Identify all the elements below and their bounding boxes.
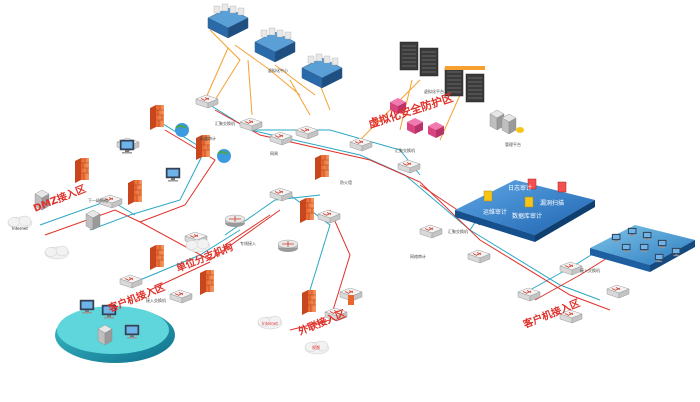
core-switch-2[interactable]: [239, 117, 263, 132]
mgmt-label: 管理平台: [505, 141, 521, 147]
core-switch-ids-1[interactable]: [269, 187, 293, 202]
dmz-server-2[interactable]: [85, 209, 101, 231]
sub-net-label: 下一级网络: [88, 197, 108, 203]
virtualization-platform: 虚拟化平台 管理平台: [399, 41, 524, 147]
client-island: 客户机接入区: [55, 280, 175, 363]
virt-server-3[interactable]: [301, 53, 343, 89]
globe-icon: [175, 123, 189, 137]
virt-server-1[interactable]: [207, 3, 249, 39]
firewall-a[interactable]: [149, 104, 165, 131]
firewall-label-b: 网络审计: [200, 135, 216, 141]
router-2[interactable]: [277, 239, 299, 253]
dmz-firewall-2[interactable]: [127, 179, 143, 206]
office-platform-side-2: [650, 240, 695, 272]
agg-switch-right-label: 汇聚交换机: [448, 228, 468, 234]
core-switch-label: 汇聚交换机: [215, 120, 235, 126]
internet-label-2: Internet: [262, 321, 278, 326]
branch-switch-2[interactable]: [119, 274, 143, 289]
globe-land: [175, 125, 229, 155]
audit-platform-side: [455, 210, 535, 242]
ops-audit-label: 运维审计: [483, 208, 507, 216]
globe-icon-2: [217, 149, 231, 163]
office-platform: [590, 225, 695, 272]
mgmt-server[interactable]: [489, 109, 524, 135]
ids-device[interactable]: [119, 139, 135, 154]
security-appliance-3[interactable]: [428, 122, 444, 138]
rack-2[interactable]: [419, 47, 439, 77]
virt-platform-label: 虚拟化平台: [424, 88, 444, 94]
firewall-label: 防火墙: [340, 179, 352, 185]
center-firewall-2[interactable]: [299, 197, 315, 224]
gateway-2[interactable]: [295, 125, 319, 140]
log-audit-label: 日志审计: [508, 184, 532, 192]
audit-device[interactable]: [165, 167, 181, 182]
access-switch-right-label: 接入交换机: [580, 267, 600, 273]
center-switch-1[interactable]: [349, 137, 373, 152]
center-firewall[interactable]: [314, 154, 330, 181]
log-audit-device-2[interactable]: [527, 178, 537, 190]
branch-switch-3[interactable]: [169, 289, 193, 304]
right-switches: 汇聚交换机 接入交换机 网络审计 客户机接入区: [410, 224, 630, 331]
security-appliance-1[interactable]: [390, 98, 406, 114]
router-1[interactable]: [224, 214, 246, 228]
core-switch-1[interactable]: [195, 94, 219, 109]
cloud-branch: [185, 238, 211, 253]
cloud-internet-2: [44, 245, 70, 260]
client-server[interactable]: [97, 324, 113, 346]
internet-firewall[interactable]: [301, 289, 317, 316]
rack-4[interactable]: [465, 73, 485, 103]
gateway-label: 网闸: [270, 150, 278, 156]
mid-area: 汇聚交换机 网闸 网络审计: [119, 94, 319, 182]
gateway-1[interactable]: [269, 131, 293, 146]
core-area: 汇聚交换机 防火墙: [269, 137, 421, 224]
dmz-firewall[interactable]: [74, 157, 90, 184]
branch-firewall[interactable]: [149, 244, 165, 271]
internet-area: 外联接入区 Internet 视频: [257, 287, 363, 355]
virt-server-2[interactable]: [254, 27, 296, 63]
rack-top-strip: [445, 66, 485, 70]
db-audit-device[interactable]: [524, 196, 534, 208]
security-appliance-2[interactable]: [407, 118, 423, 134]
virt-center-label: 虚拟化中心: [268, 67, 288, 73]
internet-label-1: Internet: [12, 226, 28, 231]
core-switch-ids-2[interactable]: [317, 209, 341, 224]
dmz-area: DMZ接入区 下一级网络 Internet: [7, 137, 143, 260]
security-zone: 虚拟化安全防护区: [367, 90, 455, 138]
access-switch-label: 接入交换机: [146, 297, 166, 303]
audit-platform: 日志审计 运维审计 数据库审计 漏洞扫描: [455, 178, 595, 242]
access-switch-1[interactable]: [559, 261, 583, 276]
access-switch-2[interactable]: [606, 284, 630, 299]
agg-switch-right-2[interactable]: [467, 249, 491, 264]
vuln-scan-device[interactable]: [557, 181, 567, 193]
network-audit-label: 网络审计: [410, 253, 426, 259]
island-top: [57, 306, 169, 354]
audit-platform-side-2: [535, 200, 595, 242]
agg-switch-right[interactable]: [419, 224, 443, 239]
agg-switch-label: 汇聚交换机: [395, 147, 415, 153]
video-label: 视频: [312, 344, 320, 350]
office-platform-side: [590, 248, 650, 272]
log-audit-device[interactable]: [483, 190, 493, 202]
virtualization-center: 虚拟化中心: [207, 3, 343, 89]
private-line-label: 专线接入: [240, 240, 256, 246]
internet-device[interactable]: [348, 295, 354, 305]
rack-1[interactable]: [399, 41, 419, 71]
db-audit-label: 数据库审计: [512, 212, 542, 220]
vuln-scan-label: 漏洞扫描: [540, 199, 564, 207]
branch-firewall-2[interactable]: [199, 269, 215, 296]
